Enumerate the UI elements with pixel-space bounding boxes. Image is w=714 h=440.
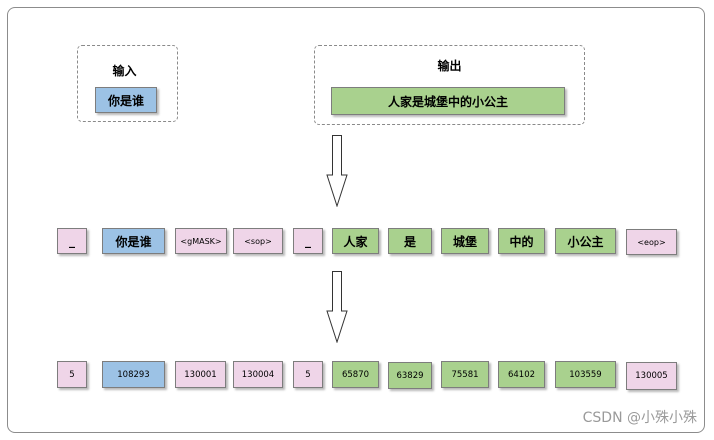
- token-id-box: 5: [57, 361, 87, 388]
- token-box: <eop>: [626, 229, 677, 255]
- token-id-box: 130004: [233, 361, 283, 388]
- token-id-box: 63829: [388, 362, 432, 389]
- output-group: [314, 45, 585, 125]
- token-id-box: 5: [293, 361, 323, 388]
- output-group-title: 输出: [437, 59, 462, 73]
- input-group-title: 输入: [112, 64, 137, 78]
- down-arrow-icon: [326, 135, 348, 207]
- token-id-box: 103559: [555, 361, 616, 388]
- token-box: _: [293, 228, 323, 254]
- token-box: 小公主: [555, 228, 616, 254]
- token-box: 城堡: [441, 228, 489, 254]
- token-box: 人家: [332, 228, 379, 254]
- token-id-box: 64102: [498, 361, 545, 388]
- token-box: <gMASK>: [175, 228, 227, 254]
- watermark: CSDN @小殊小殊: [582, 410, 697, 426]
- input-text-box: 你是谁: [95, 87, 157, 113]
- token-box: 是: [388, 228, 432, 254]
- token-id-box: 65870: [332, 361, 379, 388]
- output-text-box: 人家是城堡中的小公主: [331, 87, 565, 115]
- token-box: <sop>: [233, 228, 283, 254]
- token-id-box: 75581: [441, 361, 489, 388]
- token-box: 你是谁: [102, 228, 165, 254]
- token-id-box: 130001: [175, 361, 226, 388]
- token-box: 中的: [498, 228, 545, 254]
- input-group: [77, 45, 178, 122]
- down-arrow-icon: [326, 271, 348, 343]
- token-box: _: [57, 228, 87, 254]
- token-id-box: 108293: [102, 361, 165, 388]
- token-id-box: 130005: [626, 362, 677, 390]
